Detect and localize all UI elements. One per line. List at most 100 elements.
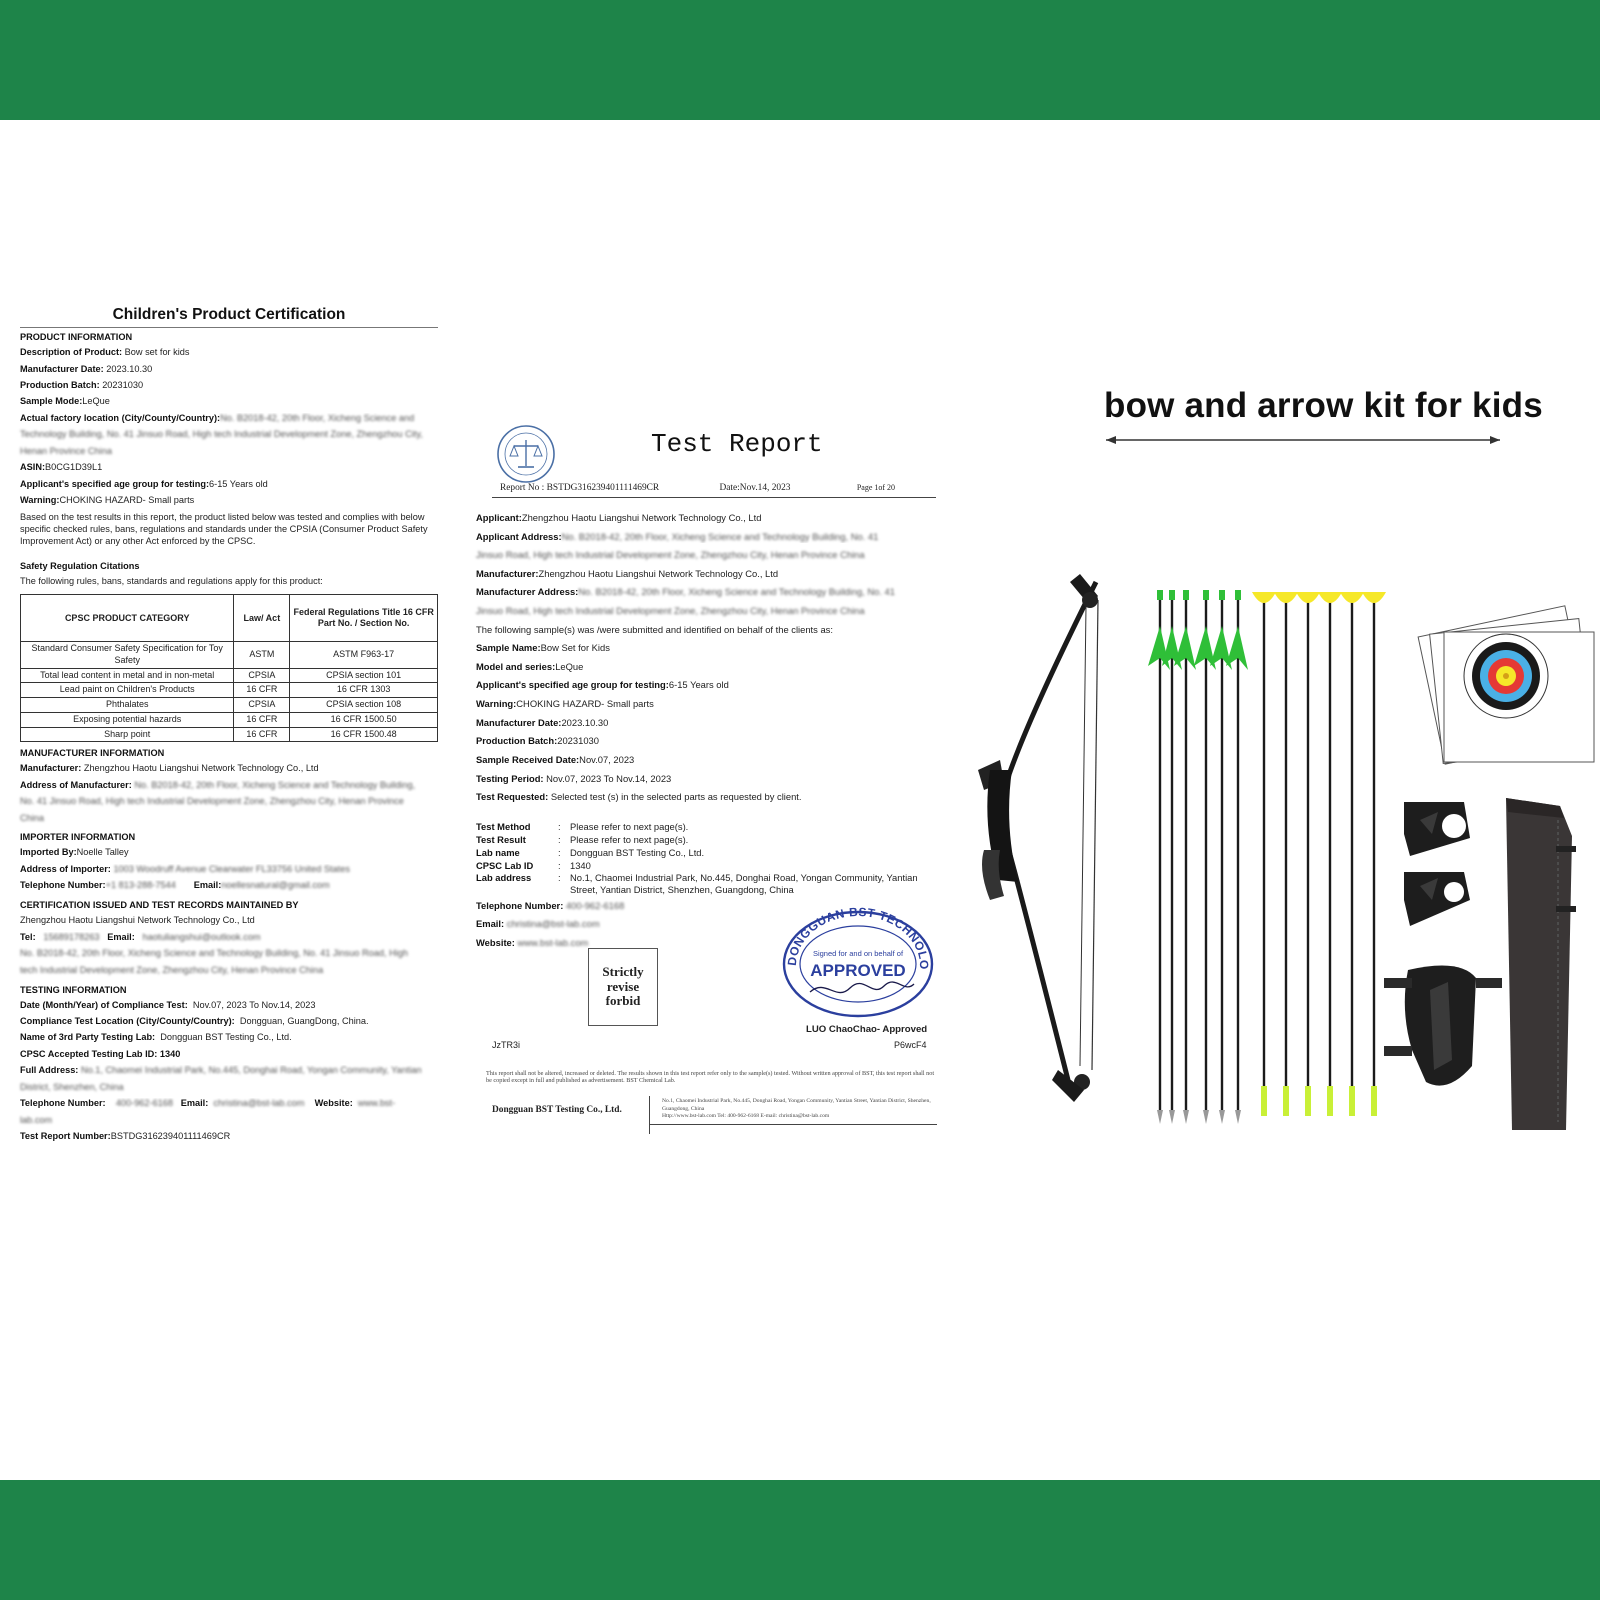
report-date: Date:Nov.14, 2023 — [719, 483, 791, 493]
report-fine-print: This report shall not be altered, increa… — [486, 1070, 935, 1085]
test-date-field: Date (Month/Year) of Compliance Test: No… — [20, 999, 316, 1010]
quiver-icon — [1506, 798, 1576, 1130]
test-lab-field: Name of 3rd Party Testing Lab: Dongguan … — [20, 1032, 292, 1043]
model-field: Model and series:LeQue — [476, 660, 584, 672]
lab-website-line-2: lab.com — [20, 1114, 53, 1125]
section-importer: IMPORTER INFORMATION — [20, 832, 136, 843]
table-header-row: CPSC PRODUCT CATEGORY Law/ Act Federal R… — [19, 594, 438, 643]
table-cell: Standard Consumer Safety Specification f… — [19, 641, 235, 669]
manufacture-date-field: Manufacturer Date: 2023.10.30 — [20, 363, 153, 374]
warning-field: Warning:CHOKING HAZARD- Small parts — [20, 495, 195, 506]
footer-rule — [649, 1124, 937, 1125]
title-divider — [20, 327, 438, 329]
report-mfg-date-field: Manufacturer Date:2023.10.30 — [476, 716, 609, 728]
lab-row-label: Test Result — [476, 834, 526, 846]
table-header: CPSC PRODUCT CATEGORY — [19, 594, 235, 643]
factory-location-field: Actual factory location (City/County/Cou… — [20, 412, 415, 423]
table-row: Phthalates CPSIA CPSIA section 108 — [19, 697, 438, 713]
table-cell: CPSIA section 101 — [289, 667, 438, 684]
manufacturer-field: Manufacturer: Zhengzhou Haotu Liangshui … — [20, 763, 319, 774]
table-cell: ASTM F963-17 — [289, 641, 438, 669]
manufacturer-address-line-3: China — [20, 812, 45, 823]
importer-address-field: Address of Importer: 1003 Woodruff Avenu… — [20, 863, 350, 874]
report-manufacturer-field: Manufacturer:Zhengzhou Haotu Liangshui N… — [476, 567, 779, 579]
table-row: Sharp point 16 CFR 16 CFR 1500.48 — [19, 726, 438, 743]
footer-divider — [649, 1096, 650, 1134]
report-manufacturer-address-line-2: Jinsuo Road, High tech Industrial Develo… — [476, 605, 865, 617]
report-body: Applicant:Zhengzhou Haotu Liangshui Netw… — [476, 512, 938, 956]
factory-location-line-2: Technology Building, No. 41 Jinsuo Road,… — [20, 429, 423, 440]
received-date-field: Sample Received Date:Nov.07, 2023 — [476, 753, 635, 765]
section-records: CERTIFICATION ISSUED AND TEST RECORDS MA… — [20, 900, 299, 911]
lab-id-field: CPSC Accepted Testing Lab ID: 1340 — [20, 1048, 181, 1059]
records-address-line-2: tech Industrial Development Zone, Zhengz… — [20, 964, 324, 975]
asin-field: ASIN:B0CG1D39L1 — [20, 462, 103, 473]
target-icon — [1417, 605, 1595, 765]
lab-row-value: Dongguan BST Testing Co., Ltd. — [570, 846, 705, 858]
stamp-sub-text: Signed for and on behalf of — [813, 949, 904, 958]
sample-name-field: Sample Name:Bow Set for Kids — [476, 642, 610, 654]
description-field: Description of Product: Bow set for kids — [20, 347, 190, 358]
report-telephone-field: Telephone Number: 400-962-6168 — [476, 899, 625, 911]
lab-details: Test Method:Please refer to next page(s)… — [476, 821, 938, 896]
report-batch-field: Production Batch:20231030 — [476, 735, 599, 747]
table-cell: 16 CFR — [233, 711, 291, 728]
lab-row-label: Lab name — [476, 846, 520, 858]
table-cell: Total lead content in metal and in non-m… — [19, 667, 235, 684]
report-page: Page 1of 20 — [856, 483, 896, 492]
report-age-field: Applicant's specified age group for test… — [476, 679, 729, 691]
table-cell: 16 CFR 1500.48 — [289, 726, 438, 743]
lab-row-value: Please refer to next page(s). — [570, 821, 689, 833]
lab-contact-field: Telephone Number: 400-962-6168 Email: ch… — [20, 1098, 396, 1109]
section-product-information: PRODUCT INFORMATION — [20, 332, 133, 343]
section-safety-citations: Safety Regulation Citations — [20, 561, 140, 572]
test-requested-field: Test Requested: Selected test (s) in the… — [476, 791, 802, 803]
records-contact-field: Tel: 15689178263 Email: haotuliangshui@o… — [20, 931, 261, 942]
factory-location-line-3: Henan Province China — [20, 445, 112, 456]
records-address-line-1: No. B2018-42, 20th Floor, Xicheng Scienc… — [20, 948, 408, 959]
footer-lab-name: Dongguan BST Testing Co., Ltd. — [492, 1105, 622, 1115]
imported-by-field: Imported By:Noelle Talley — [20, 847, 129, 858]
applicant-address-field: Applicant Address:No. B2018-42, 20th Flo… — [476, 530, 879, 542]
importer-contact-field: Telephone Number:+1 813-288-7544 Email:n… — [20, 880, 330, 891]
records-company: Zhengzhou Haotu Liangshui Network Techno… — [20, 915, 255, 926]
lab-row-label: CPSC Lab ID — [476, 859, 534, 871]
age-group-field: Applicant's specified age group for test… — [20, 478, 268, 489]
full-address-field: Full Address: No.1, Chaomei Industrial P… — [20, 1065, 422, 1076]
title-arrow-icon — [1106, 436, 1500, 444]
arrow-icon — [1148, 590, 1248, 1124]
bottom-banner — [0, 1480, 1600, 1600]
report-code-left: JzTR3i — [492, 1040, 521, 1050]
table-cell: Exposing potential hazards — [19, 711, 235, 728]
sample-mode-field: Sample Mode:LeQue — [20, 396, 110, 407]
table-cell: ASTM — [233, 641, 291, 669]
manufacturer-address-line-2: No. 41 Jinsuo Road, High tech Industrial… — [20, 796, 404, 807]
table-cell: 16 CFR — [233, 682, 291, 699]
kit-title: bow and arrow kit for kids — [1104, 386, 1543, 425]
top-banner — [0, 0, 1600, 120]
table-cell: 16 CFR — [233, 726, 291, 743]
report-meta-row: Report No : BSTDG316239401111469CR Date:… — [492, 482, 936, 499]
arm-guard-icon — [1384, 965, 1502, 1086]
table-cell: Phthalates — [19, 697, 235, 713]
certificate-title: Children's Product Certification — [112, 306, 346, 323]
manufacturer-address-field: Address of Manufacturer: No. B2018-42, 2… — [20, 779, 416, 790]
footer-address: No.1, Chaomei Industrial Park, No.445, D… — [662, 1098, 931, 1120]
table-row: Lead paint on Children's Products 16 CFR… — [19, 682, 438, 699]
table-cell: Sharp point — [19, 726, 235, 743]
bow-icon — [978, 574, 1099, 1102]
arrow-rest-icon — [1404, 802, 1470, 926]
table-row: Total lead content in metal and in non-m… — [19, 667, 438, 684]
approved-stamp-icon: DONGGUAN BST TECHNOLOGY CO.,LTD Signed f… — [780, 906, 934, 1018]
applicant-address-line-2: Jinsuo Road, High tech Industrial Develo… — [476, 549, 865, 561]
lab-row-value: No.1, Chaomei Industrial Park, No.445, D… — [570, 872, 918, 896]
stamp-approved-text: APPROVED — [810, 961, 905, 980]
regulation-table: CPSC PRODUCT CATEGORY Law/ Act Federal R… — [19, 594, 438, 743]
safety-intro: The following rules, bans, standards and… — [20, 576, 323, 587]
report-number-field: Test Report Number:BSTDG316239401111469C… — [20, 1131, 231, 1142]
table-cell: Lead paint on Children's Products — [19, 682, 235, 699]
strictly-revise-forbid-box: Strictly revise forbid — [588, 948, 658, 1026]
report-footer: Dongguan BST Testing Co., Ltd. No.1, Cha… — [486, 1096, 937, 1136]
table-header: Federal Regulations Title 16 CFR Part No… — [289, 594, 438, 643]
production-batch-field: Production Batch: 20231030 — [20, 380, 144, 390]
